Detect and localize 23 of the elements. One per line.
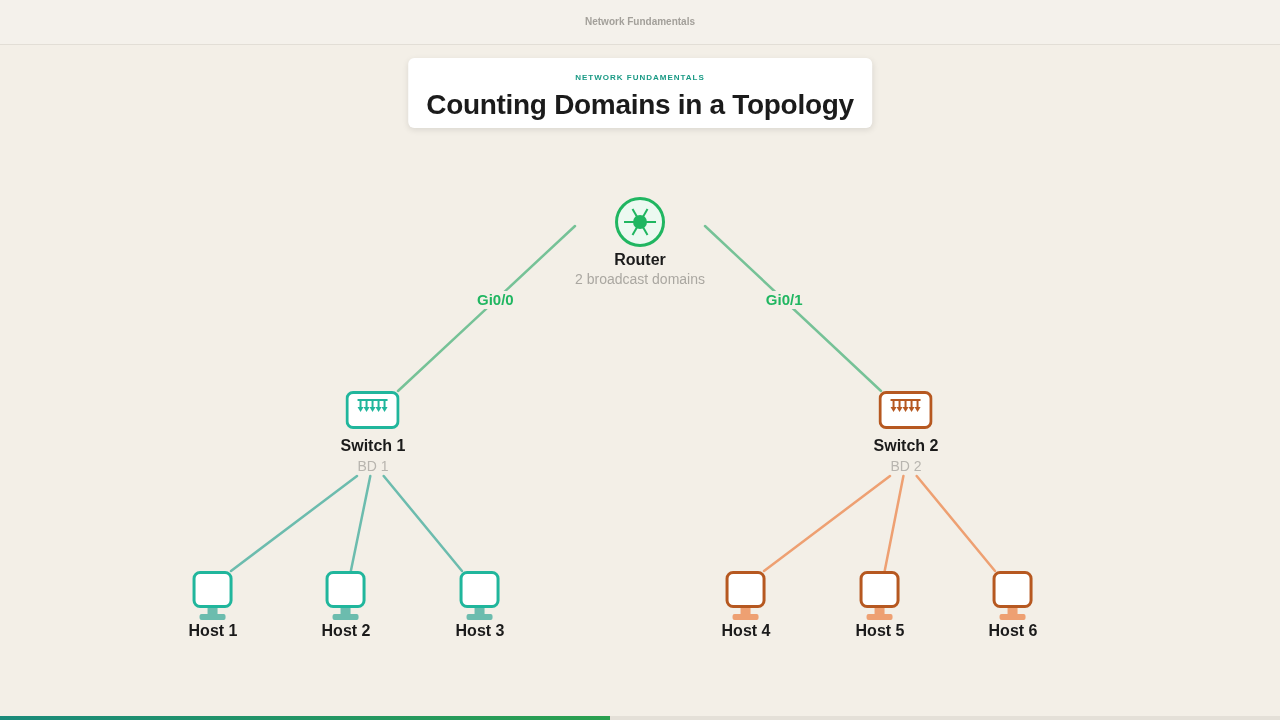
node-label: Host 2 [321,621,371,641]
connection-line [762,474,892,573]
node-label: Host 5 [855,621,905,641]
course-kicker: NETWORK FUNDAMENTALS [575,72,705,83]
node-caption: BD 2 [890,457,922,476]
connection-line [229,474,359,573]
node-caption: BD 1 [357,457,389,476]
connection-line [349,474,372,573]
header-subtitle: Network Fundamentals [585,15,695,29]
node-label: Host 1 [188,621,238,641]
node-label: Router [614,250,666,270]
connection-line [382,474,464,573]
node-label: Switch 1 [340,436,406,456]
connection-line [883,474,905,573]
node-label: Host 4 [721,621,771,641]
page-title: Counting Domains in a Topology [426,88,854,122]
node-label: Switch 2 [873,436,939,456]
connection-line [915,474,997,573]
connection-line [703,224,883,393]
node-label: Host 3 [455,621,505,641]
node-label: Host 6 [988,621,1038,641]
connection-line [396,224,577,393]
node-caption: 2 broadcast domains [575,270,705,288]
